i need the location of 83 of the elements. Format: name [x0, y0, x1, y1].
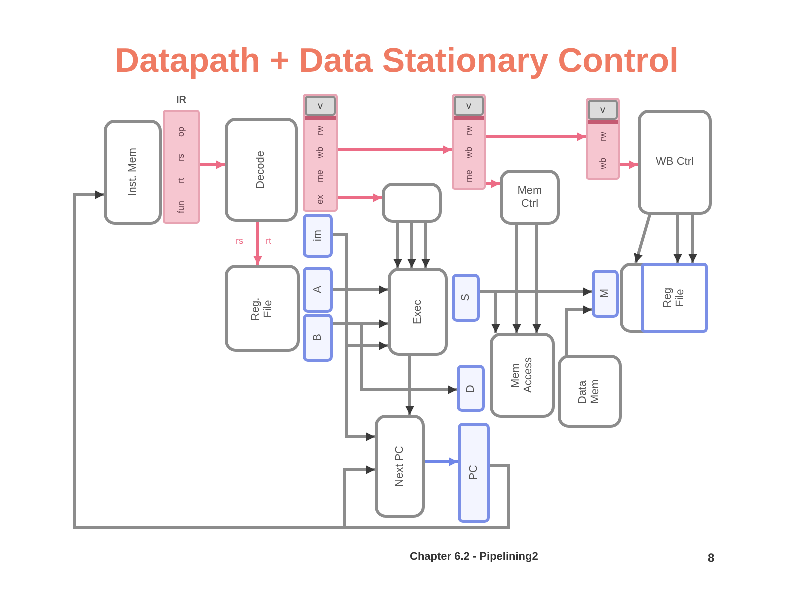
connector-arrow	[394, 223, 402, 268]
memory-access-unit	[490, 333, 555, 418]
control-register	[303, 94, 338, 212]
connector-arrow	[480, 290, 500, 333]
unit-label: Exec	[412, 300, 424, 324]
connector-arrow	[406, 356, 414, 415]
field-label: rs	[177, 154, 186, 162]
next-pc-unit	[375, 415, 425, 518]
unit-label: Mem Access	[510, 356, 536, 396]
connector-arrow	[620, 160, 638, 170]
unit-label: Data Mem	[577, 378, 603, 406]
connector-arrow	[422, 223, 430, 268]
connector-arrow	[634, 214, 652, 264]
register-file	[225, 265, 300, 352]
page-number: 8	[708, 551, 715, 565]
connector-arrow	[333, 322, 457, 394]
unit-label: S	[460, 294, 472, 302]
valid-bit-field: v	[305, 96, 336, 116]
field-label: op	[177, 126, 186, 137]
unit-label: WB Ctrl	[656, 156, 694, 169]
pipeline-register	[303, 314, 333, 362]
valid-bit-field: v	[454, 96, 484, 116]
signal-label: rt	[266, 236, 272, 246]
pipeline-register	[457, 365, 485, 412]
pipeline-register	[303, 267, 333, 313]
control-unit	[382, 183, 442, 223]
field-label: rw	[598, 132, 608, 142]
connector-arrow	[338, 146, 452, 154]
control-register	[586, 98, 620, 180]
field-label: wb	[316, 147, 325, 159]
register-file	[620, 263, 708, 333]
unit-label: Inst. Mem	[126, 148, 140, 197]
unit-label: D	[464, 384, 478, 392]
footer-text: Chapter 6.2 - Pipelining2	[410, 551, 538, 563]
signal-label: rs	[236, 236, 244, 246]
field-label: fun	[177, 200, 186, 214]
unit-label: M	[599, 289, 612, 299]
unit-label: im	[312, 230, 324, 242]
control-register	[452, 94, 486, 190]
connector-arrow	[674, 215, 682, 263]
connector-arrow	[333, 286, 388, 294]
connector-arrow	[425, 458, 458, 466]
control-unit	[500, 170, 560, 225]
connector-arrow	[512, 225, 522, 333]
connector-arrow	[333, 234, 375, 442]
connector-arrow	[566, 306, 592, 355]
unit-label: Reg. File	[250, 296, 276, 322]
pipeline-register	[303, 214, 333, 258]
memory-unit	[104, 120, 162, 225]
field-label: me	[464, 170, 474, 182]
connector-arrow	[532, 225, 542, 333]
slide-title: Datapath + Data Stationary Control	[115, 42, 679, 81]
unit-label: Next PC	[394, 446, 406, 487]
pipeline-register	[452, 274, 480, 322]
memory-unit	[558, 355, 622, 428]
connector-arrow	[344, 464, 510, 530]
connector-arrow	[486, 132, 586, 142]
unit-label: Mem Ctrl	[516, 184, 544, 210]
connector-arrow	[486, 180, 500, 188]
connector-arrow	[408, 223, 416, 268]
execution-unit	[388, 268, 448, 356]
pipeline-register	[458, 423, 490, 523]
connector-arrow	[254, 222, 262, 265]
unit-label: B	[312, 334, 324, 342]
control-unit	[638, 110, 712, 215]
unit-label: A	[312, 286, 324, 294]
field-label: wb	[598, 158, 608, 170]
pipeline-register	[592, 270, 619, 318]
decoder-unit	[225, 118, 298, 222]
field-label: me	[316, 170, 325, 183]
connector-arrow	[688, 215, 698, 263]
field-label: wb	[464, 146, 474, 158]
unit-label: Decode	[255, 151, 268, 189]
register-label: IR	[176, 95, 186, 106]
field-label: rw	[316, 126, 325, 136]
unit-label: PC	[468, 465, 480, 481]
field-label: rt	[177, 178, 186, 184]
connector-arrow	[338, 194, 382, 202]
field-label: rw	[464, 126, 474, 136]
valid-bit-field: v	[588, 100, 618, 120]
unit-label: Reg File	[662, 286, 688, 310]
field-label: ex	[316, 194, 325, 204]
connector-arrow	[200, 160, 225, 170]
